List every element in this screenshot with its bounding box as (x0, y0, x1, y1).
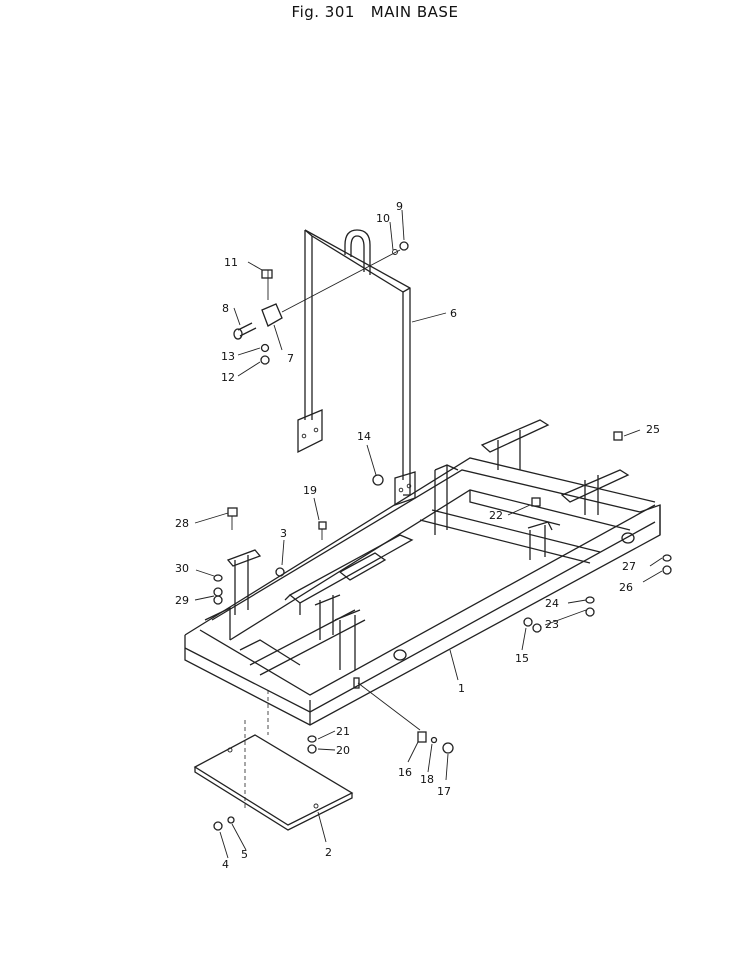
label-23: 23 (545, 618, 559, 631)
part-labels: 9 10 11 8 13 12 7 6 14 19 28 3 30 29 22 … (175, 200, 660, 871)
label-17: 17 (437, 785, 451, 798)
label-18: 18 (420, 773, 434, 786)
label-3: 3 (280, 527, 287, 540)
frame-posts (226, 419, 630, 670)
part-1-main-frame (184, 457, 661, 726)
label-16: 16 (398, 766, 412, 779)
label-25: 25 (646, 423, 660, 436)
part-2-cover-plate (193, 690, 354, 831)
fasteners (213, 431, 672, 754)
part-6-upright-frame (297, 229, 416, 506)
label-27: 27 (622, 560, 636, 573)
label-11: 11 (224, 256, 238, 269)
label-10: 10 (376, 212, 390, 225)
figure-name: MAIN BASE (370, 3, 459, 21)
label-28: 28 (175, 517, 189, 530)
label-14: 14 (357, 430, 371, 443)
label-22: 22 (489, 509, 503, 522)
figure-number: Fig. 301 (291, 3, 355, 21)
label-7: 7 (287, 352, 294, 365)
label-12: 12 (221, 371, 235, 384)
label-9: 9 (396, 200, 403, 213)
label-5: 5 (241, 848, 248, 861)
part-7-bracket (233, 241, 409, 365)
figure-title: Fig. 301 MAIN BASE (0, 3, 750, 21)
label-20: 20 (336, 744, 350, 757)
label-21: 21 (336, 725, 350, 738)
label-8: 8 (222, 302, 229, 315)
label-13: 13 (221, 350, 235, 363)
label-26: 26 (619, 581, 633, 594)
label-4: 4 (222, 858, 229, 871)
label-29: 29 (175, 594, 189, 607)
label-1: 1 (458, 682, 465, 695)
label-19: 19 (303, 484, 317, 497)
label-6: 6 (450, 307, 457, 320)
leader-lines (194, 209, 663, 859)
label-24: 24 (545, 597, 559, 610)
label-30: 30 (175, 562, 189, 575)
label-2: 2 (325, 846, 332, 859)
label-15: 15 (515, 652, 529, 665)
